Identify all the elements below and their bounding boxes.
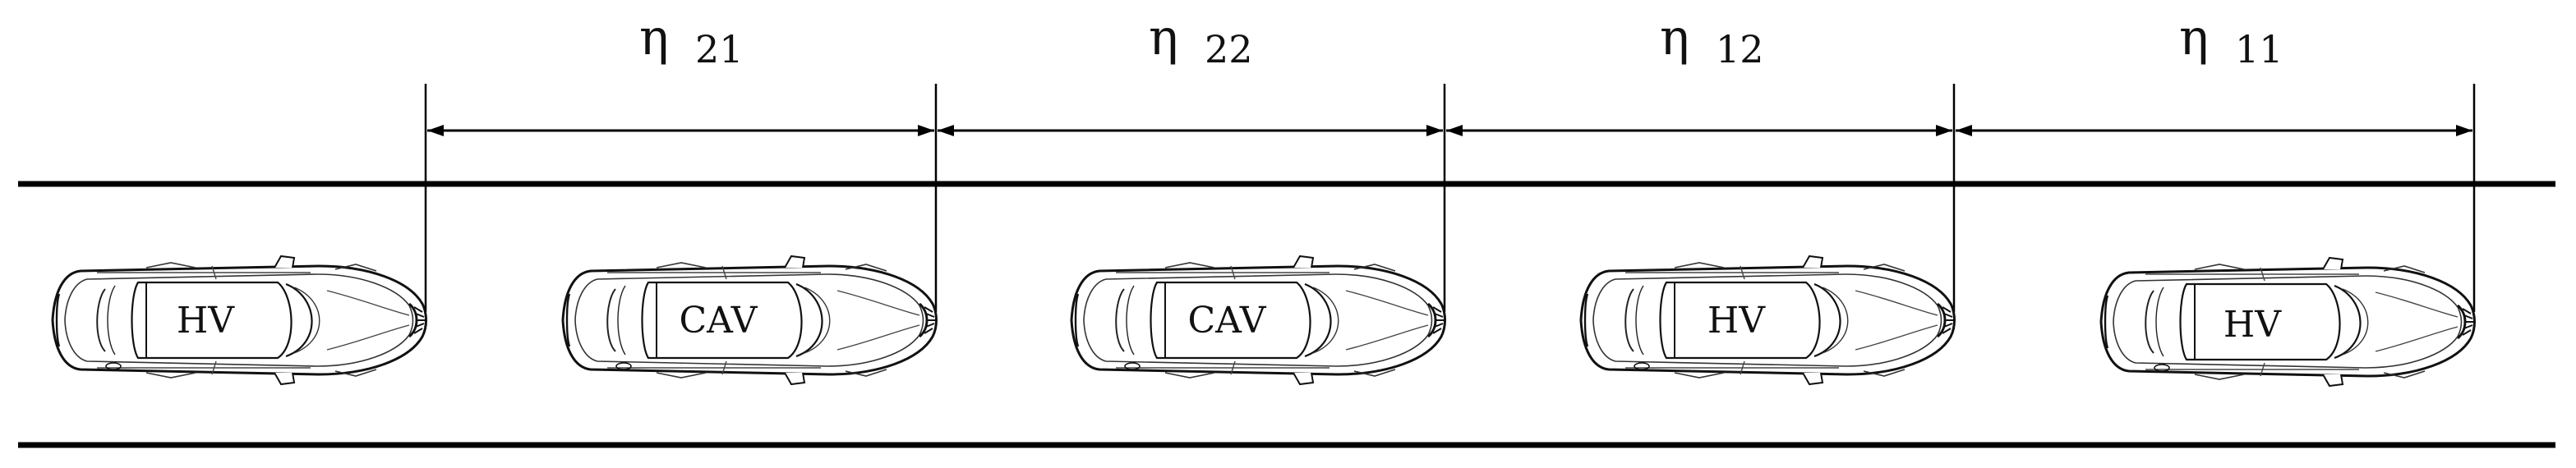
gap-subscript: 21 bbox=[695, 27, 744, 71]
gap-symbol: η bbox=[1660, 9, 1689, 67]
gap-symbol: η bbox=[2179, 9, 2209, 67]
vehicle-4: HV bbox=[1579, 255, 1956, 386]
gap-label-1: η 21 bbox=[639, 9, 744, 71]
gap-subscript: 22 bbox=[1205, 27, 1253, 71]
vehicle-label: HV bbox=[1707, 300, 1766, 342]
vehicle-label: CAV bbox=[679, 300, 758, 342]
vehicle-2: CAV bbox=[561, 255, 938, 386]
vehicle-1: HV bbox=[51, 255, 427, 386]
car-icon bbox=[1579, 255, 1956, 386]
car-icon bbox=[2099, 256, 2476, 388]
vehicle-label: HV bbox=[2223, 304, 2282, 346]
vehicle-5: HV bbox=[2099, 256, 2476, 388]
car-icon bbox=[51, 255, 427, 386]
gap-label-4: η 11 bbox=[2179, 9, 2283, 71]
vehicle-3: CAV bbox=[1070, 255, 1446, 386]
gap-label-2: η 22 bbox=[1149, 9, 1253, 71]
vehicle-label: HV bbox=[177, 300, 235, 342]
gap-symbol: η bbox=[1149, 9, 1178, 67]
vehicle-label: CAV bbox=[1187, 300, 1266, 342]
gap-subscript: 11 bbox=[2235, 27, 2283, 71]
gap-subscript: 12 bbox=[1716, 27, 1764, 71]
gap-label-3: η 12 bbox=[1660, 9, 1764, 71]
gap-symbol: η bbox=[639, 9, 669, 67]
